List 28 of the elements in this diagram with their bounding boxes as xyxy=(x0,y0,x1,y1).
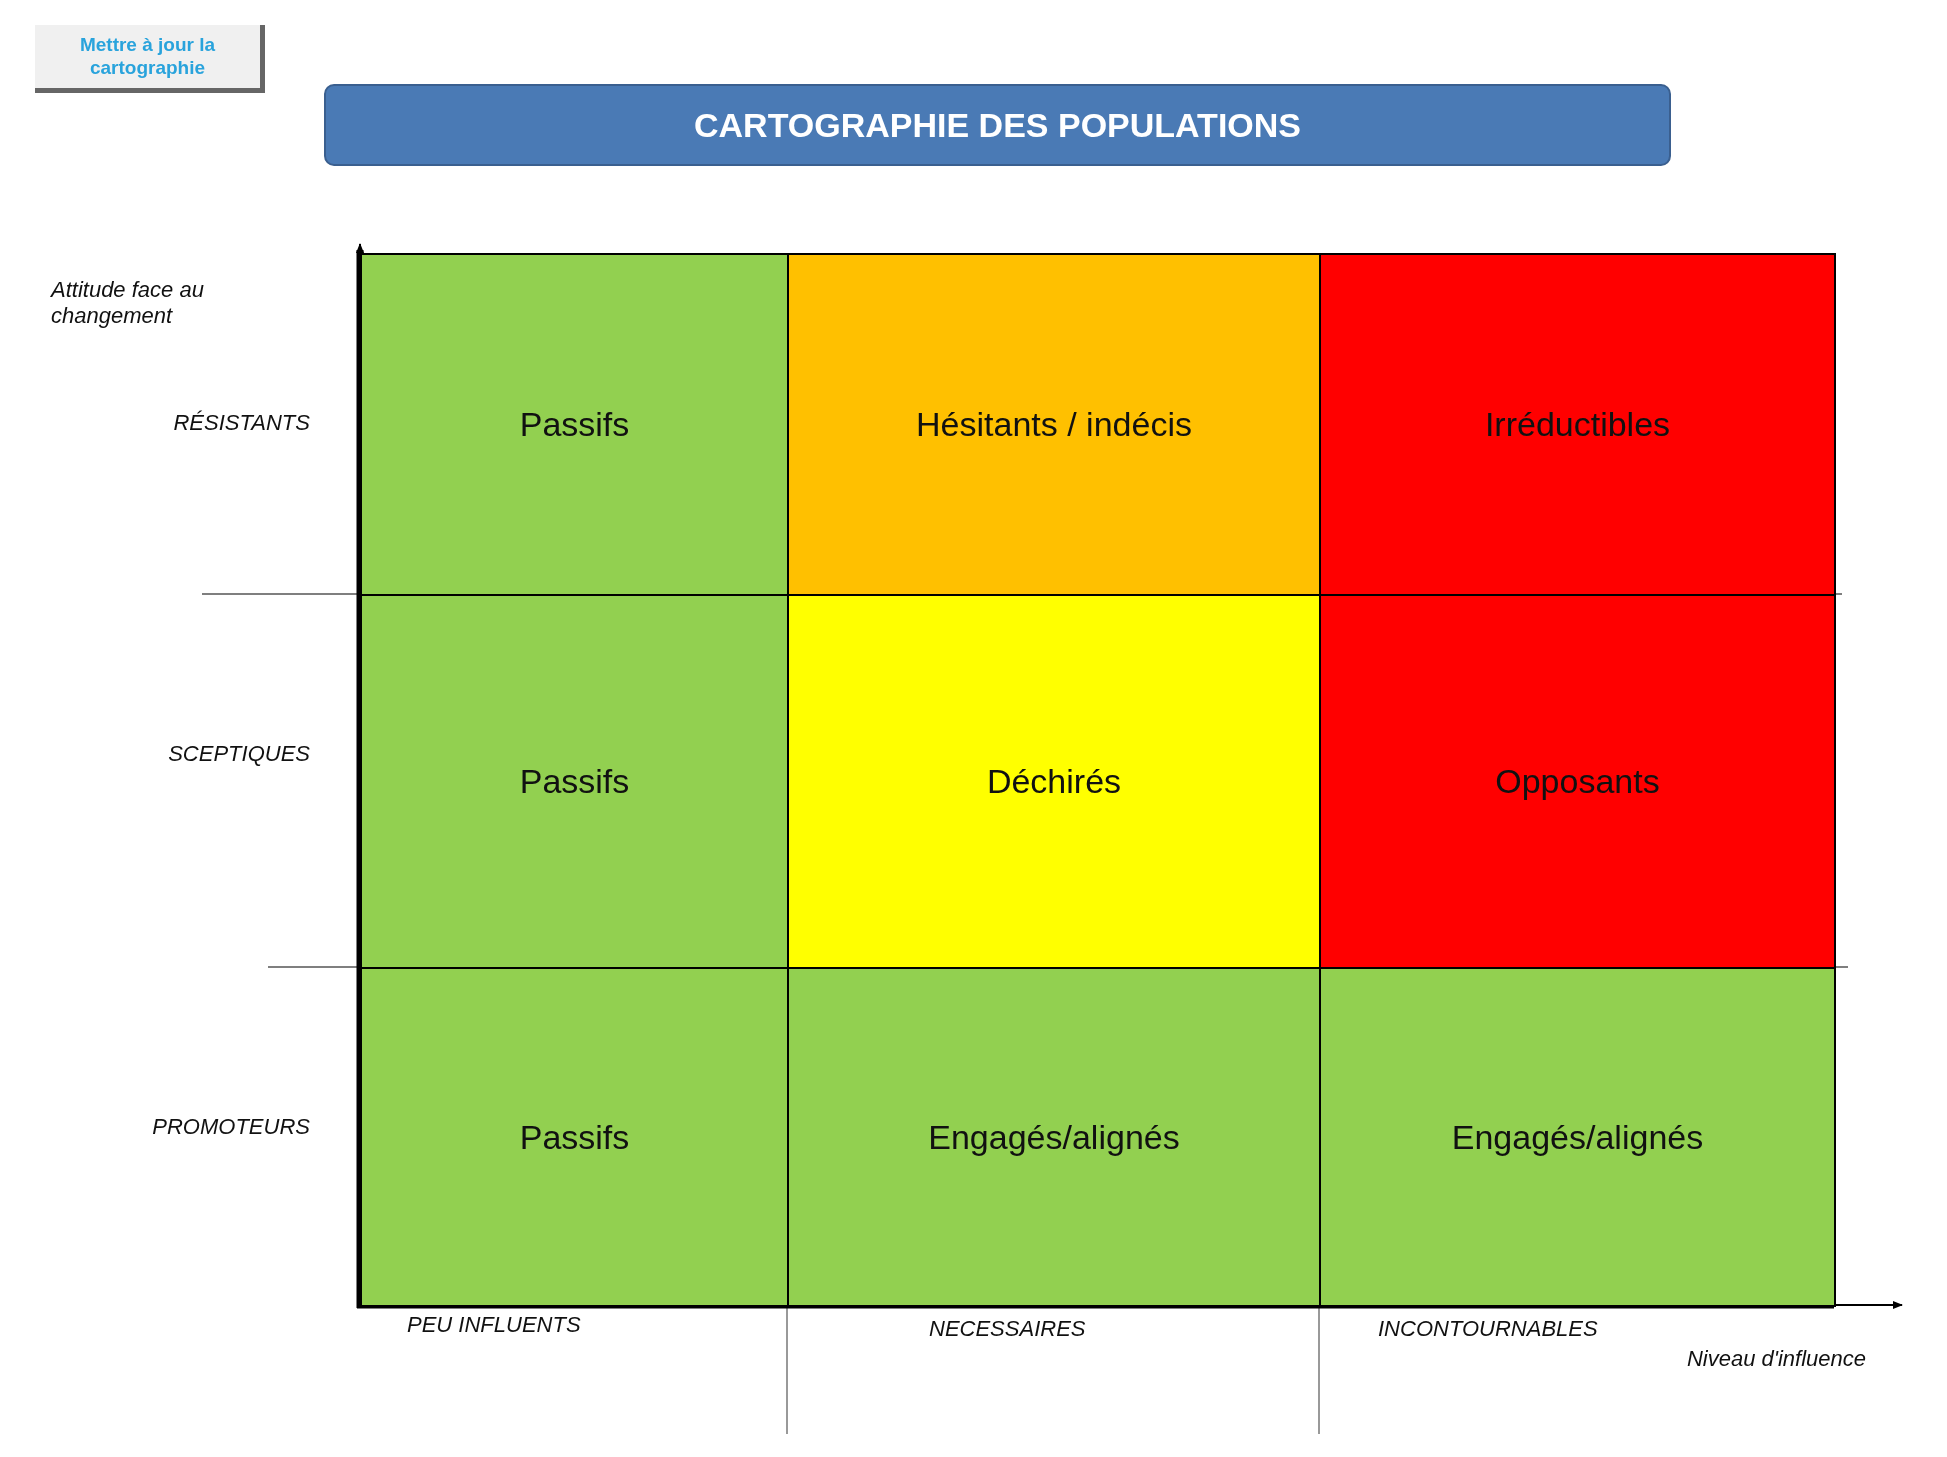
cell-label: Déchirés xyxy=(986,762,1122,801)
cell-label: Irréductibles xyxy=(1484,405,1671,444)
cell-label: Engagés/alignés xyxy=(928,1117,1180,1157)
update-button: Mettre à jour la cartographie xyxy=(35,25,265,93)
title-banner: CARTOGRAPHIE DES POPULATIONS xyxy=(324,84,1671,166)
matrix-cell xyxy=(1319,253,1836,596)
matrix-cell xyxy=(360,253,789,596)
matrix-cell xyxy=(1319,967,1836,1307)
cell-label: Engagés/alignés xyxy=(1451,1117,1704,1157)
column-label: INCONTOURNABLES xyxy=(1378,1316,1599,1342)
row-label: RÉSISTANTS xyxy=(172,410,310,436)
row-label: PROMOTEURS xyxy=(151,1114,310,1140)
matrix-cell xyxy=(360,594,789,969)
cell-label: Passifs xyxy=(519,762,630,801)
row-label: SCEPTIQUES xyxy=(167,741,310,767)
matrix-cell xyxy=(1319,594,1836,969)
matrix-cell xyxy=(787,594,1321,969)
matrix-cell xyxy=(787,253,1321,596)
cell-label: Hésitants / indécis xyxy=(916,405,1192,444)
column-label: NECESSAIRES xyxy=(929,1316,1087,1342)
axis-title: Niveau d'influence xyxy=(1685,1346,1866,1372)
matrix-cell xyxy=(787,967,1321,1307)
cell-label: Opposants xyxy=(1495,762,1660,801)
matrix-cell xyxy=(360,967,789,1307)
axis-title: Attitude face au changement xyxy=(51,277,205,329)
column-label: PEU INFLUENTS xyxy=(407,1312,582,1338)
cell-label: Passifs xyxy=(519,1117,630,1157)
cell-label: Passifs xyxy=(519,405,630,444)
